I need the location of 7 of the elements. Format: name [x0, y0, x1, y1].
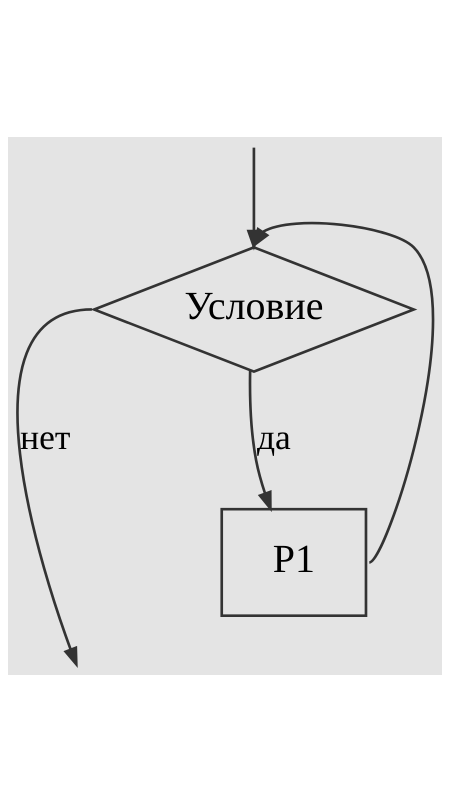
node-diamond: Условие [90, 246, 418, 374]
arrow [16, 308, 92, 668]
arrow [248, 370, 272, 512]
arrow [246, 222, 434, 564]
edge-label: да [256, 416, 291, 457]
edge-label: нет [20, 416, 70, 457]
node-box: P1 [220, 508, 368, 618]
